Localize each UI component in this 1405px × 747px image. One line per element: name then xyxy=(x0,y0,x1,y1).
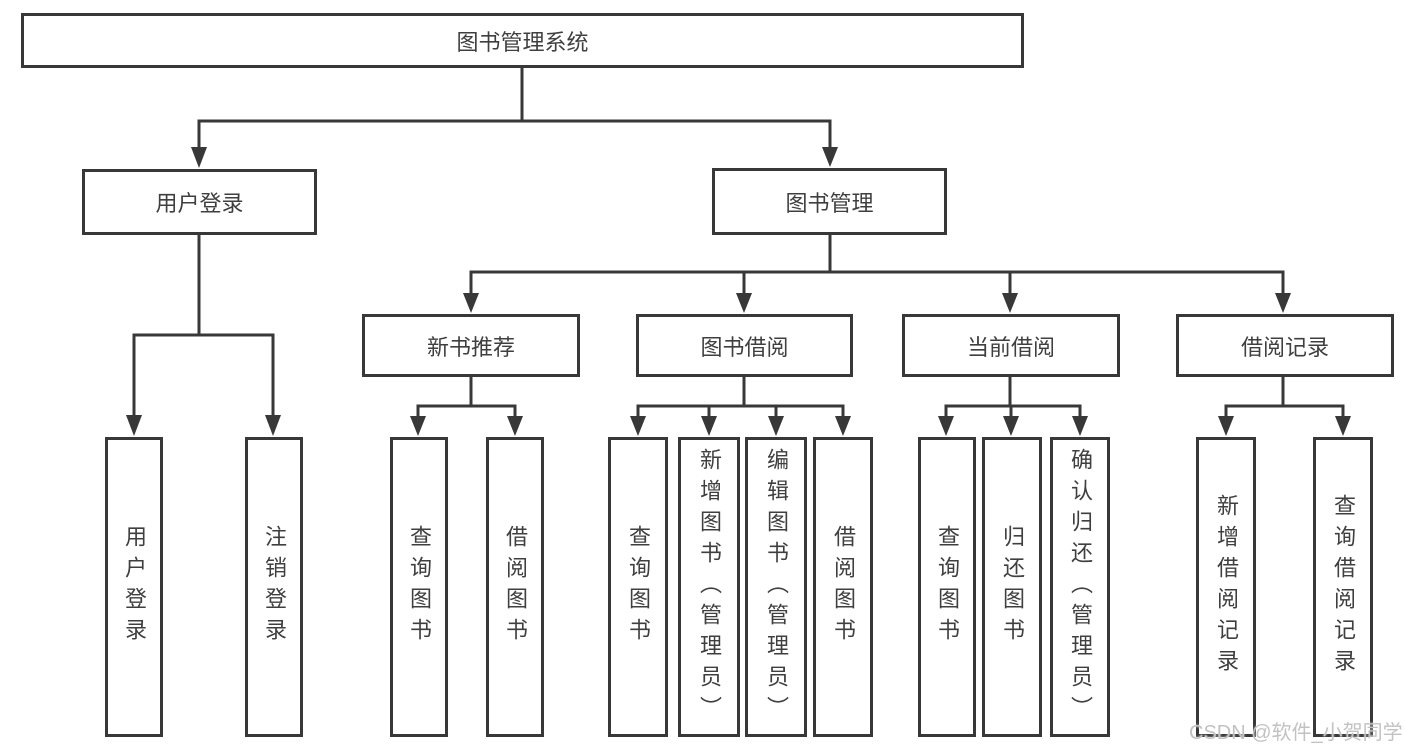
leaf-add-book-admin-label: 新增图书（管理员） xyxy=(697,447,722,727)
node-borrow-record-label: 借阅记录 xyxy=(1240,334,1329,360)
arrowhead xyxy=(410,416,426,436)
leaf-add-book-admin: 新增图书（管理员） xyxy=(678,437,740,737)
arrowhead xyxy=(835,416,851,436)
node-root: 图书管理系统 xyxy=(21,13,1024,68)
arrowhead xyxy=(701,416,717,436)
arrowhead xyxy=(265,415,281,436)
leaf-return-books-label: 归还图书 xyxy=(1000,525,1025,649)
node-new-book-recommend-label: 新书推荐 xyxy=(426,334,515,360)
leaf-query-books-recommend-label: 查询图书 xyxy=(407,525,432,649)
arrowhead xyxy=(938,416,954,436)
edge-current-rail xyxy=(944,404,1082,420)
leaf-query-books-recommend: 查询图书 xyxy=(390,437,448,737)
csdn-watermark: CSDN @软件_小贺同学 xyxy=(1189,722,1403,744)
leaf-user-login: 用户登录 xyxy=(105,437,163,737)
arrowhead xyxy=(736,293,752,313)
arrowhead xyxy=(1003,416,1019,436)
leaf-query-borrow-record-label: 查询借阅记录 xyxy=(1331,494,1356,680)
arrowhead xyxy=(768,416,784,436)
node-user-login: 用户登录 xyxy=(82,169,317,235)
node-borrow-record: 借阅记录 xyxy=(1176,314,1394,377)
leaf-logout-label: 注销登录 xyxy=(262,525,287,649)
leaf-query-books-current: 查询图书 xyxy=(918,437,976,737)
leaf-logout: 注销登录 xyxy=(245,437,303,737)
arrowhead xyxy=(1275,293,1291,313)
leaf-add-borrow-record-label: 新增借阅记录 xyxy=(1214,494,1239,680)
leaf-confirm-return-admin: 确认归还（管理员） xyxy=(1050,437,1110,737)
node-current-borrow-label: 当前借阅 xyxy=(966,334,1055,360)
leaf-borrow-books-label: 借阅图书 xyxy=(831,525,856,649)
leaf-query-books-borrow-label: 查询图书 xyxy=(626,525,651,649)
edge-root-rail xyxy=(197,119,832,150)
arrowhead xyxy=(463,293,479,313)
edge-newbook-rail xyxy=(416,404,517,420)
leaf-query-borrow-record: 查询借阅记录 xyxy=(1313,437,1373,737)
leaf-confirm-return-admin-label: 确认归还（管理员） xyxy=(1068,447,1093,727)
node-user-login-label: 用户登录 xyxy=(155,191,244,216)
arrowhead xyxy=(630,416,646,436)
arrowhead xyxy=(126,415,142,436)
leaf-query-books-current-label: 查询图书 xyxy=(935,525,960,649)
leaf-edit-book-admin: 编辑图书（管理员） xyxy=(745,437,807,737)
node-book-borrow: 图书借阅 xyxy=(636,314,853,377)
arrowhead xyxy=(1335,416,1351,436)
edge-userlogin-rail xyxy=(132,333,275,419)
leaf-query-books-borrow: 查询图书 xyxy=(608,437,668,737)
node-book-management-label: 图书管理 xyxy=(785,190,874,216)
leaf-borrow-books-recommend-label: 借阅图书 xyxy=(503,525,528,649)
leaf-user-login-label: 用户登录 xyxy=(122,525,147,649)
node-book-borrow-label: 图书借阅 xyxy=(700,334,789,360)
leaf-return-books: 归还图书 xyxy=(982,437,1042,737)
edge-bookmgmt-rail xyxy=(469,270,1285,297)
edge-record-rail xyxy=(1224,404,1345,420)
leaf-edit-book-admin-label: 编辑图书（管理员） xyxy=(764,447,789,727)
arrowhead xyxy=(1002,293,1018,313)
arrowheads xyxy=(126,147,1351,436)
leaf-add-borrow-record: 新增借阅记录 xyxy=(1196,437,1256,737)
arrowhead xyxy=(1072,416,1088,436)
node-book-management: 图书管理 xyxy=(712,168,947,235)
arrowhead xyxy=(507,416,523,436)
node-root-label: 图书管理系统 xyxy=(456,29,589,55)
leaf-borrow-books: 借阅图书 xyxy=(813,437,873,737)
arrowhead xyxy=(191,147,207,168)
node-new-book-recommend: 新书推荐 xyxy=(362,314,580,377)
arrowhead xyxy=(822,147,838,167)
node-current-borrow: 当前借阅 xyxy=(902,314,1120,377)
leaf-borrow-books-recommend: 借阅图书 xyxy=(486,437,544,737)
edge-borrow-rail xyxy=(636,404,845,420)
arrowhead xyxy=(1218,416,1234,436)
